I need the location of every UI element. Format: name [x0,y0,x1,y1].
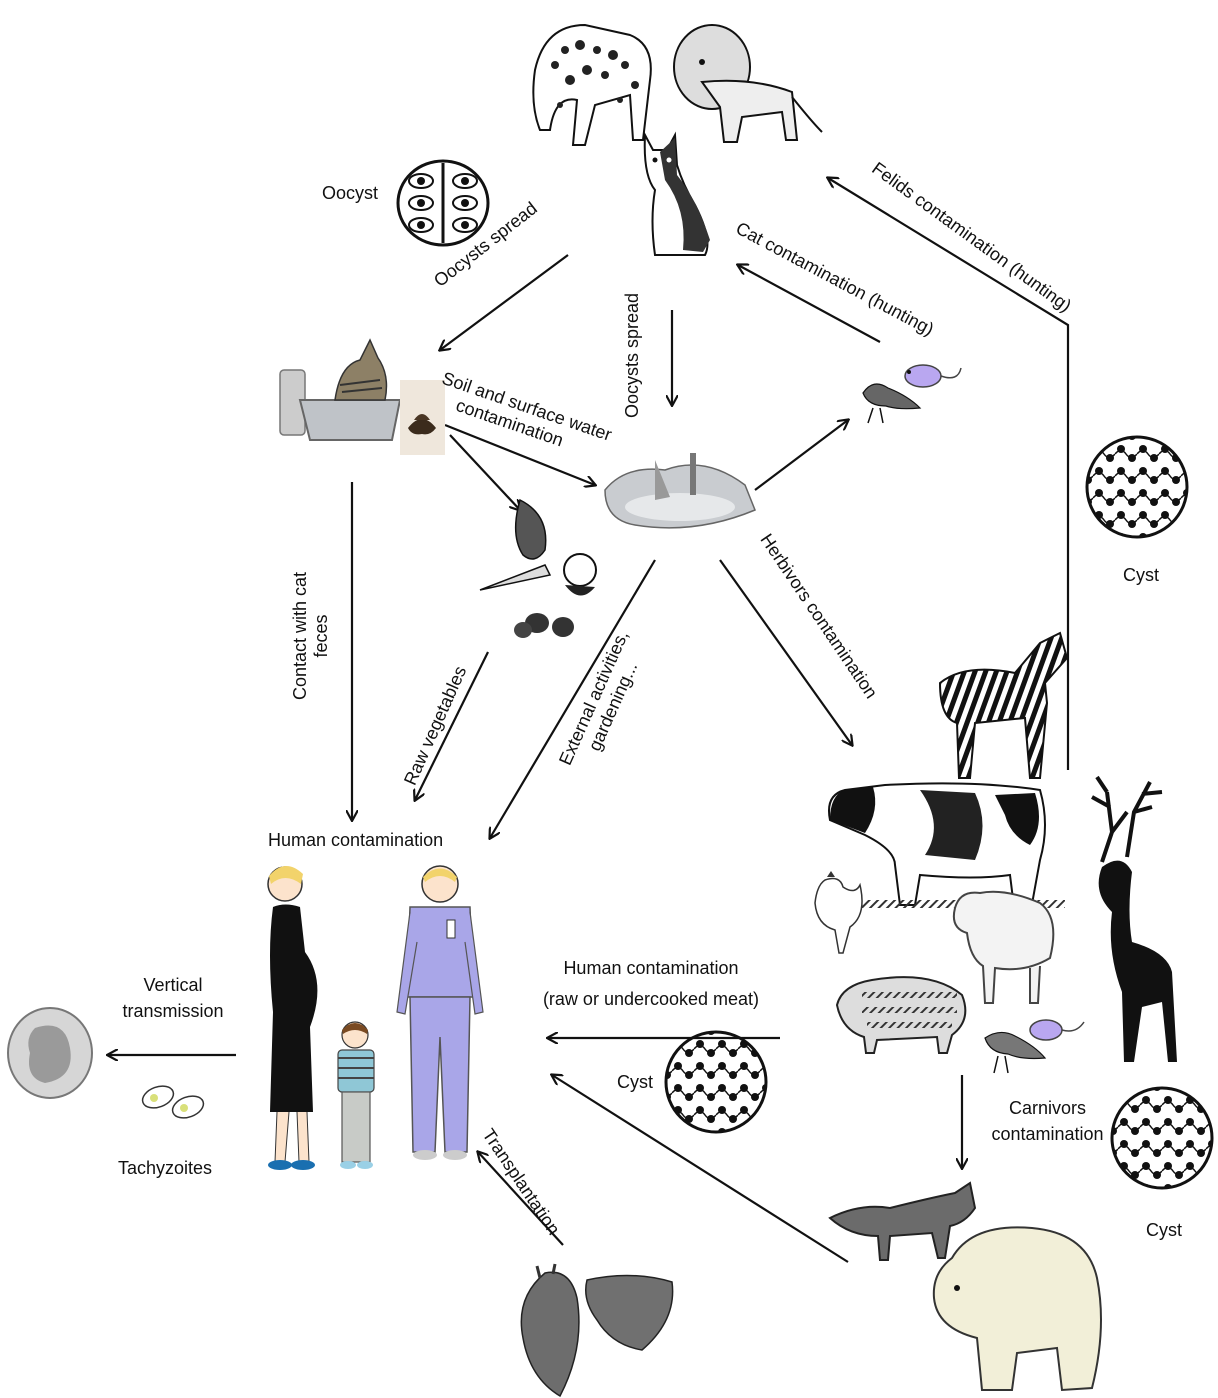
carnivors-contamination-label: Carnivors contamination [985,1095,1110,1147]
polar-bear-icon [934,1227,1101,1390]
child-icon [338,1022,374,1169]
heart-icon [521,1264,579,1396]
tachyzoites-label: Tachyzoites [118,1158,212,1179]
human-contamination-meat-line2: (raw or undercooked meat) [536,984,766,1015]
lion-icon [674,25,822,142]
contact-cat-feces-label: Contact with cat feces [290,572,331,700]
sheep-icon [954,892,1053,1003]
deer-icon [1092,777,1177,1062]
jaguar-icon [533,25,651,145]
pregnant-woman-icon [268,866,317,1170]
tachyzoite-icon [140,1082,207,1122]
liver-icon [586,1275,673,1350]
arrow-to-vegetables [450,435,520,510]
cow-icon [829,783,1065,915]
soil-water-icon [605,453,755,528]
chicken-icon [815,871,862,953]
carnivors-line2: contamination [985,1121,1110,1147]
vertical-transmission-line1: Vertical [118,972,228,998]
carnivors-line1: Carnivors [985,1095,1110,1121]
mouse-icon [905,365,961,387]
cyst-middle-label: Cyst [617,1072,653,1093]
cyst-icon [1112,1088,1212,1188]
human-contamination-meat-label: Human contamination (raw or undercooked … [536,953,766,1014]
man-icon [397,866,483,1160]
cat-icon [645,135,710,255]
cyst-right-label: Cyst [1123,565,1159,586]
contact-cat-feces-line2: feces [311,572,332,700]
oocyst-label: Oocyst [322,183,378,204]
human-contamination-label: Human contamination [268,830,443,851]
zebra-icon [940,633,1067,778]
pig-icon [837,977,965,1053]
arrow-external-activities [490,560,655,838]
cyst-icon [666,1032,766,1132]
oocyst-icon [398,161,488,245]
litter-box-icon [280,340,400,440]
human-contamination-meat-line1: Human contamination [536,953,766,984]
cyst-icon [1087,437,1187,537]
arrow-to-rodents [755,420,848,490]
cyst-bottom-right-label: Cyst [1146,1220,1182,1241]
vegetables-icon [480,500,596,638]
vertical-transmission-label: Vertical transmission [118,972,228,1024]
vertical-transmission-line2: transmission [118,998,228,1024]
fetus-icon [8,1008,92,1098]
contact-cat-feces-line1: Contact with cat [290,572,311,700]
oocysts-spread-center-label: Oocysts spread [622,293,643,418]
bird-icon [863,384,920,423]
mouse-icon [1030,1020,1084,1040]
fox-icon [830,1183,975,1260]
